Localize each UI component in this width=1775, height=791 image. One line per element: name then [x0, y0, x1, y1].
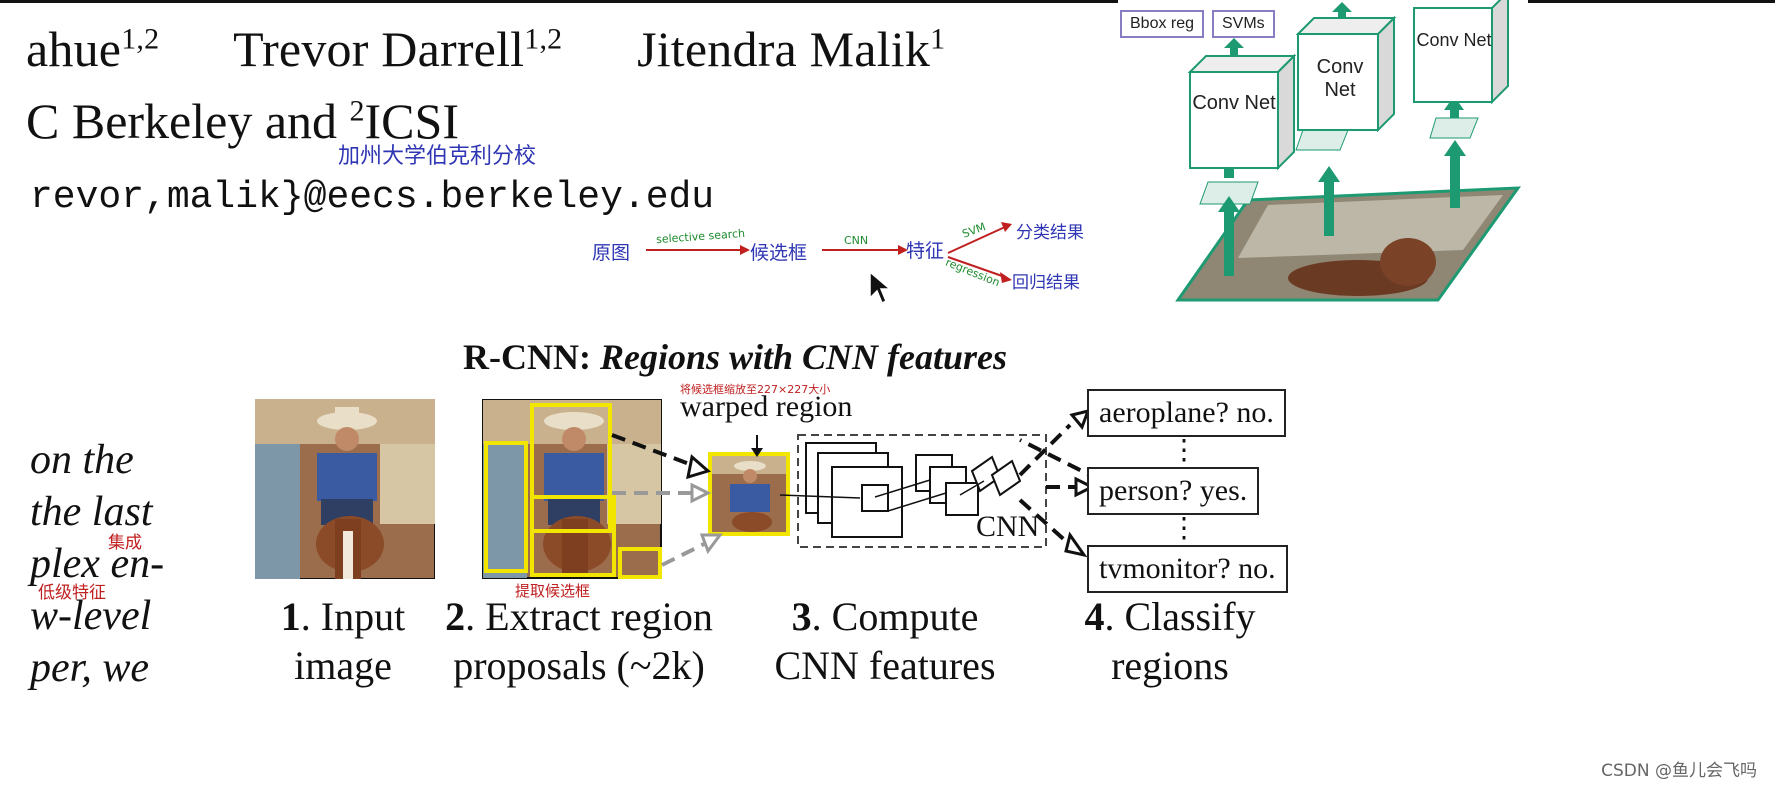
ellipsis-1: ⋮ [1170, 435, 1198, 466]
figure-arrows [611, 408, 1101, 567]
cnn-label: CNN [976, 510, 1040, 543]
class-box-tvmonitor: tvmonitor? no. [1087, 545, 1288, 593]
author-line: ahue1,2 Trevor Darrell1,2 Jitendra Malik… [26, 20, 945, 78]
author-1: ahue1,2 [26, 21, 160, 77]
email-line: revor,malik}@eecs.berkeley.edu [30, 176, 715, 219]
input-image [255, 399, 435, 579]
watermark: CSDN @鱼儿会飞吗 [1601, 761, 1757, 781]
note-extract: 提取候选框 [515, 582, 591, 600]
body-line-3: plex en- [30, 541, 165, 587]
sketch-node-reg-result: 回归结果 [1012, 273, 1080, 293]
warped-image [708, 452, 790, 536]
sketch-edge-cnn: CNN [844, 234, 869, 247]
sketch-node-candidates: 候选框 [750, 242, 808, 264]
note-integrate: 集成 [108, 533, 142, 553]
class-box-person: person? yes. [1087, 467, 1260, 515]
warped-region-label: warped region [680, 390, 853, 423]
affiliation-line: C Berkeley and 2ICSI [26, 93, 459, 149]
body-line-5: per, we [30, 645, 149, 691]
slide-thumbnail: Bbox reg SVMs Conv Net Conv Net Conv Net [1118, 0, 1528, 306]
proposals-image [482, 399, 662, 579]
thumbnail-illustration [1175, 0, 1522, 302]
sketch-node-class-result: 分类结果 [1016, 223, 1084, 243]
body-line-2: the last [30, 489, 153, 535]
note-low-level: 低级特征 [38, 583, 106, 603]
top-rule [0, 0, 1775, 3]
body-line-4: w-level [30, 593, 152, 639]
author-3: Jitendra Malik1 [637, 21, 946, 77]
conv-net-3: Conv Net [1416, 30, 1492, 50]
ellipsis-2: ⋮ [1170, 513, 1198, 544]
email-annotation: 加州大学伯克利分校 [338, 144, 537, 169]
bbox-reg-box: Bbox reg [1120, 10, 1205, 38]
conv-net-1: Conv Net [1192, 92, 1276, 114]
note-warp: 将候选框缩放至227×227大小 [680, 383, 831, 396]
sketch-node-image: 原图 [592, 242, 631, 264]
class-box-aeroplane: aeroplane? no. [1087, 389, 1286, 437]
svms-box: SVMs [1212, 10, 1275, 38]
figure-title: R-CNN: Regions with CNN features [463, 337, 1008, 377]
body-line-1: on the [30, 437, 134, 483]
mouse-cursor-icon [869, 270, 893, 305]
conv-net-2: Conv Net [1316, 56, 1364, 101]
author-2: Trevor Darrell1,2 [233, 21, 563, 77]
pipeline-sketch-arrows [646, 222, 1012, 283]
sketch-node-features: 特征 [906, 240, 945, 262]
